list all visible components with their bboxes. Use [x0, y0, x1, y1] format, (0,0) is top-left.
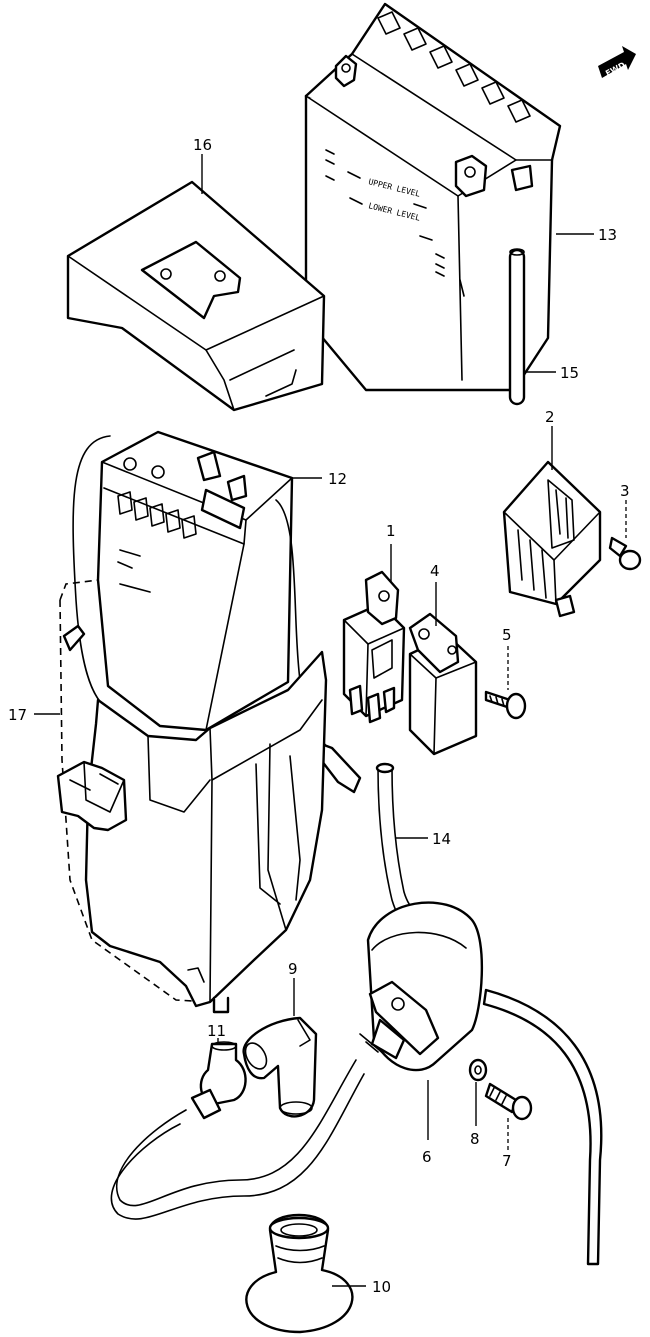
- sub-battery-12: [62, 430, 362, 794]
- callout-8: 8: [470, 1130, 480, 1148]
- turn-signal-relay-4: [408, 612, 478, 756]
- callout-14: 14: [432, 830, 451, 848]
- callout-11: 11: [207, 1022, 226, 1040]
- callout-12: 12: [328, 470, 347, 488]
- screw-5: [484, 690, 527, 720]
- callout-10: 10: [372, 1278, 391, 1296]
- starter-relay-1: [342, 570, 406, 724]
- callout-4: 4: [430, 562, 440, 580]
- ignition-coil-6: [359, 901, 603, 1266]
- callout-2: 2: [545, 408, 555, 426]
- plug-boot-11: [190, 1041, 247, 1120]
- breather-tube-15: [508, 248, 526, 406]
- lead-wire-14: [375, 762, 433, 927]
- callout-7: 7: [502, 1152, 512, 1170]
- high-tension-cord: [110, 1059, 365, 1220]
- washer-8: [468, 1058, 488, 1082]
- callout-6: 6: [422, 1148, 432, 1166]
- callout-17: 17: [8, 706, 27, 724]
- fwd-arrow-icon: FWD: [598, 46, 636, 78]
- bolt-3: [608, 536, 642, 571]
- battery-cover-16: [66, 180, 326, 412]
- callout-16: 16: [193, 136, 212, 154]
- screw-7: [484, 1082, 533, 1121]
- regulator-rectifier-2: [502, 460, 602, 618]
- rubber-boot-10: [245, 1213, 354, 1334]
- callout-3: 3: [620, 482, 630, 500]
- callout-9: 9: [288, 960, 298, 978]
- battery-case-17: [56, 579, 328, 1014]
- callout-5: 5: [502, 626, 512, 644]
- callout-1: 1: [386, 522, 396, 540]
- callout-15: 15: [560, 364, 579, 382]
- plug-cap-9: [242, 1016, 318, 1118]
- battery-13: UPPER LEVEL LOWER LEVEL: [304, 2, 562, 392]
- callout-13: 13: [598, 226, 617, 244]
